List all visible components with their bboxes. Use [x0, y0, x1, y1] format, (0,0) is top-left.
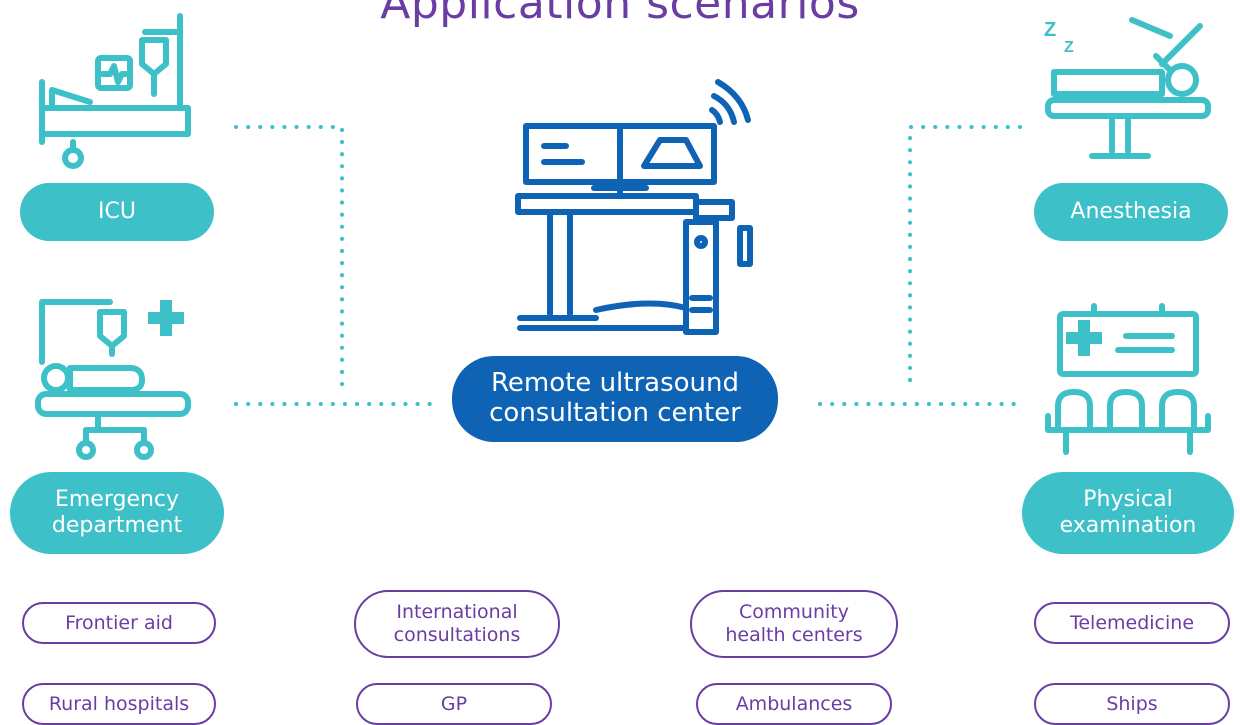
tag-ships: Ships — [1034, 683, 1230, 725]
scenario-anesthesia-label: Anesthesia — [1070, 198, 1192, 224]
center-remote-ultrasound: Remote ultrasound consultation center — [452, 356, 778, 442]
page-title: Application scenarios — [380, 0, 860, 29]
tag-ships-label: Ships — [1106, 692, 1158, 715]
svg-text:Z: Z — [1064, 39, 1074, 56]
scenario-physical-label: Physical examination — [1059, 486, 1197, 538]
tag-frontier-aid: Frontier aid — [22, 602, 216, 644]
tag-international-label: International consultations — [393, 601, 521, 646]
tag-community-health-centers: Community health centers — [690, 590, 898, 658]
scenario-emergency: Emergency department — [10, 472, 224, 554]
tag-rural-hospitals: Rural hospitals — [22, 683, 216, 725]
scenario-icu-label: ICU — [98, 198, 136, 224]
center-label: Remote ultrasound consultation center — [489, 368, 741, 428]
tag-gp-label: GP — [440, 692, 468, 715]
tag-frontier-aid-label: Frontier aid — [65, 611, 173, 634]
ultrasound-machine-icon — [515, 79, 753, 335]
scenario-physical-examination: Physical examination — [1022, 472, 1234, 554]
tag-international-consultations: International consultations — [354, 590, 560, 658]
tag-ambulances: Ambulances — [696, 683, 892, 725]
scenario-emergency-label: Emergency department — [51, 486, 183, 538]
tag-community-label: Community health centers — [725, 601, 863, 646]
tag-rural-label: Rural hospitals — [48, 692, 190, 715]
tag-ambulances-label: Ambulances — [735, 692, 853, 715]
icu-bed-monitor-icon — [39, 13, 191, 169]
anesthesia-icon: Z Z — [1044, 17, 1211, 159]
connector-icu — [234, 125, 344, 394]
svg-text:Z: Z — [1044, 19, 1056, 41]
tag-telemedicine-label: Telemedicine — [1069, 611, 1195, 634]
tag-gp: GP — [356, 683, 552, 725]
waiting-room-icon — [1045, 303, 1211, 455]
connector-anesthesia — [908, 125, 1022, 394]
tag-telemedicine: Telemedicine — [1034, 602, 1230, 644]
scenario-icu: ICU — [20, 183, 214, 241]
emergency-bed-icon — [35, 299, 191, 460]
scenario-anesthesia: Anesthesia — [1034, 183, 1228, 241]
